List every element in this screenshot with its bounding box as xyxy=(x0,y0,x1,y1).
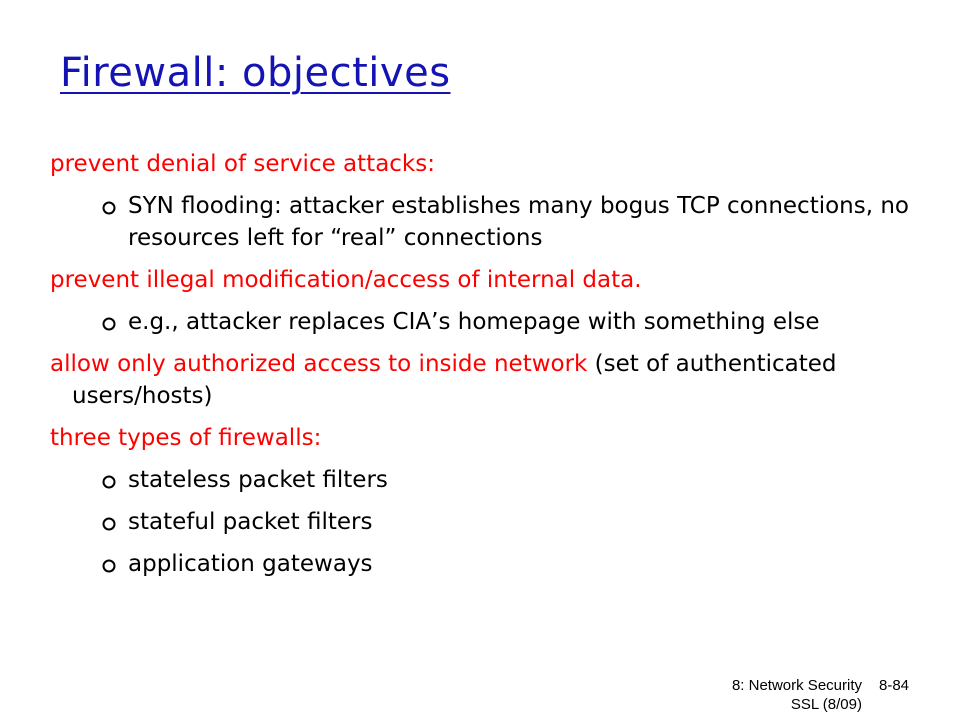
sub-bullet-stateful-text: stateful packet filters xyxy=(128,509,373,535)
footer-chapter: 8: Network Security SSL (8/09) xyxy=(732,676,862,714)
sub-bullet-app-gateways: application gateways xyxy=(50,548,930,580)
sub-bullet-syn-flooding-text: SYN flooding: attacker establishes many … xyxy=(128,193,910,251)
slide-body: prevent denial of service attacks: SYN f… xyxy=(50,148,930,590)
sub-bullet-stateful: stateful packet filters xyxy=(50,506,930,538)
sub-bullet-stateless-text: stateless packet filters xyxy=(128,467,388,493)
bullet-firewall-types: three types of firewalls: xyxy=(50,422,930,454)
sub-bullet-stateless: stateless packet filters xyxy=(50,464,930,496)
hollow-circle-bullet-icon xyxy=(102,548,116,580)
footer-subtitle: SSL (8/09) xyxy=(790,696,862,713)
bullet-dos-text: prevent denial of service attacks: xyxy=(50,151,435,177)
hollow-circle-bullet-icon xyxy=(102,464,116,496)
slide-title: Firewall: objectives xyxy=(60,50,451,96)
footer-chapter-title: 8: Network Security xyxy=(731,677,862,694)
hollow-circle-bullet-icon xyxy=(102,306,116,338)
hollow-circle-bullet-icon xyxy=(102,506,116,538)
bullet-authorized-access-text: allow only authorized access to inside n… xyxy=(50,351,588,377)
sub-bullet-cia-example: e.g., attacker replaces CIA’s homepage w… xyxy=(50,306,930,338)
sub-bullet-app-gateways-text: application gateways xyxy=(128,551,373,577)
hollow-circle-bullet-icon xyxy=(102,190,116,222)
footer-page-number: 8-84 xyxy=(879,677,910,694)
bullet-authorized-access: allow only authorized access to inside n… xyxy=(50,348,930,412)
bullet-illegal-modification: prevent illegal modification/access of i… xyxy=(50,264,930,296)
sub-bullet-syn-flooding: SYN flooding: attacker establishes many … xyxy=(50,190,930,254)
bullet-illegal-modification-text: prevent illegal modification/access of i… xyxy=(50,267,642,293)
bullet-firewall-types-text: three types of firewalls: xyxy=(50,425,322,451)
bullet-dos: prevent denial of service attacks: xyxy=(50,148,930,180)
bullet-authorized-access-note: (set of authenticated users/hosts) xyxy=(72,351,837,409)
sub-bullet-cia-example-text: e.g., attacker replaces CIA’s homepage w… xyxy=(128,309,820,335)
